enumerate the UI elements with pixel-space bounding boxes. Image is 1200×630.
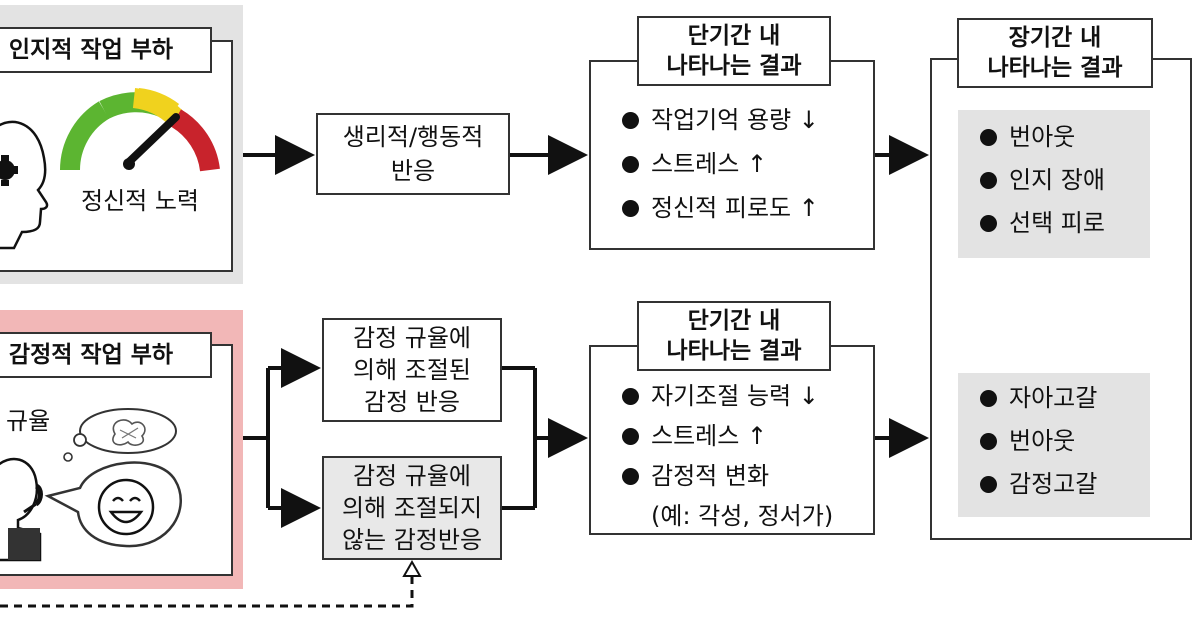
short-term-list-top: 작업기억 용량 ↓ 스트레스 ↑ 정신적 피로도 ↑ [622, 98, 819, 230]
feedback-dashed-line [0, 575, 414, 608]
feedback-arrowhead [402, 559, 422, 577]
list-item: 정신적 피로도 ↑ [622, 186, 819, 230]
physiological-response-box: 생리적/행동적 반응 [316, 113, 510, 195]
short-term-title-bottom: 단기간 내 나타나는 결과 [637, 301, 831, 371]
bullet-icon [980, 215, 997, 232]
list-item: 번아웃 [980, 420, 1150, 463]
list-item: 인지 장애 [980, 159, 1150, 202]
bullet-icon [980, 129, 997, 146]
list-item-note: (예: 각성, 정서가) [651, 502, 834, 530]
long-term-group-1: 번아웃 인지 장애 선택 피로 [958, 110, 1150, 258]
list-item: 스트레스 ↑ [622, 416, 833, 456]
list-item: 자아고갈 [980, 377, 1150, 420]
bullet-icon [622, 155, 639, 173]
emotional-load-title: 감정적 작업 부하 [0, 332, 212, 378]
bullet-icon [980, 476, 997, 493]
bullet-icon [622, 427, 639, 445]
list-item: 감정고갈 [980, 463, 1150, 506]
list-item: 자기조절 능력 ↓ [622, 376, 833, 416]
long-term-group-2: 자아고갈 번아웃 감정고갈 [958, 373, 1150, 517]
bullet-icon [622, 111, 639, 129]
regulated-emotion-box: 감정 규율에 의해 조절된 감정 반응 [322, 318, 502, 422]
cognitive-load-title: 인지적 작업 부하 [0, 27, 212, 73]
list-item: 선택 피로 [980, 202, 1150, 245]
bullet-icon [980, 390, 997, 407]
bullet-icon [980, 433, 997, 450]
list-item: 작업기억 용량 ↓ [622, 98, 819, 142]
bullet-icon [980, 172, 997, 189]
list-item: 스트레스 ↑ [622, 142, 819, 186]
long-term-title: 장기간 내 나타나는 결과 [957, 18, 1153, 88]
short-term-results-top [589, 60, 875, 250]
short-term-list-bottom: 자기조절 능력 ↓ 스트레스 ↑ 감정적 변화 (예: 각성, 정서가) [622, 376, 833, 536]
bullet-icon [622, 467, 639, 485]
bullet-icon [622, 387, 639, 405]
unregulated-emotion-box: 감정 규율에 의해 조절되지 않는 감정반응 [322, 456, 502, 560]
regulation-label: 규율 [6, 407, 51, 435]
list-item: 감정적 변화 [622, 456, 833, 496]
bullet-icon [622, 199, 639, 217]
list-item: 번아웃 [980, 116, 1150, 159]
mental-effort-label: 정신적 노력 [80, 187, 200, 215]
short-term-title-top: 단기간 내 나타나는 결과 [637, 16, 831, 86]
